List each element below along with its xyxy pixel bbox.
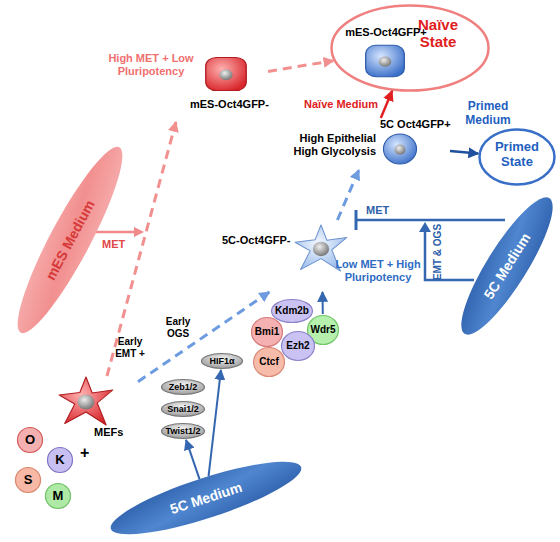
node-label: mES-Oct4GFP+ bbox=[344, 26, 428, 39]
shape-outline bbox=[3, 138, 137, 342]
cell-body bbox=[206, 57, 246, 90]
node-label: O bbox=[16, 426, 44, 454]
node-label: HIF1α bbox=[200, 352, 244, 370]
state-ellipse: Naïve StatemES-Oct4GFP+ bbox=[330, 4, 490, 92]
factor-oval: Zeb1/2 bbox=[160, 378, 206, 396]
node-label: Ezh2 bbox=[280, 330, 316, 362]
factor-circle: M bbox=[44, 482, 72, 510]
cell-nucleus bbox=[219, 69, 232, 80]
cell-nucleus bbox=[379, 57, 392, 67]
ellipse-shape bbox=[330, 4, 490, 92]
cell-node: 5C-Oct4GFP- Low MET + High Pluripotency bbox=[222, 220, 422, 292]
node-label: 5C Oct4GFP+ bbox=[380, 118, 451, 131]
cell-shape bbox=[204, 56, 248, 92]
node-label: MEFs bbox=[94, 426, 123, 439]
inhibition-line bbox=[356, 219, 505, 222]
node-label: Bmi1 bbox=[250, 316, 284, 348]
cell-nucleus bbox=[78, 395, 95, 410]
node-label: Zeb1/2 bbox=[160, 378, 206, 396]
annotation-label: Early OGS bbox=[158, 316, 198, 339]
annotation-label: + bbox=[80, 444, 89, 462]
shape-outline bbox=[332, 6, 489, 91]
factor-oval: Snai1/2 bbox=[160, 400, 206, 418]
arrow-head bbox=[419, 222, 431, 232]
dashed-arrow bbox=[337, 170, 358, 220]
node-note: High Epithelial High Glycolysis bbox=[290, 132, 376, 157]
dashed-arrow bbox=[107, 122, 176, 376]
dashed-arrow bbox=[138, 292, 269, 382]
annotation-label: MET bbox=[102, 238, 125, 251]
node-label: S bbox=[14, 466, 42, 494]
node-label: K bbox=[46, 446, 74, 474]
factor-oval: HIF1α bbox=[200, 352, 244, 370]
factor-circle: Bmi1 bbox=[250, 316, 284, 348]
cell-node: MEFs bbox=[58, 376, 138, 442]
cell-node: mES-Oct4GFP- High MET + Low Pluripotency bbox=[104, 48, 268, 122]
shape-outline bbox=[448, 188, 560, 345]
cell-shape bbox=[382, 132, 418, 166]
node-label: Snai1/2 bbox=[160, 400, 206, 418]
node-note: High MET + Low Pluripotency bbox=[104, 52, 198, 77]
cell-nucleus bbox=[313, 242, 329, 256]
cell-nucleus bbox=[395, 145, 406, 155]
arrow-connector bbox=[321, 292, 323, 314]
cell-node: mES-Oct4GFP+ bbox=[344, 24, 428, 86]
arrow-connector bbox=[209, 370, 221, 476]
arrow-head bbox=[134, 227, 144, 237]
factor-oval: Twist1/2 bbox=[160, 422, 206, 440]
edge-label: Primed Medium bbox=[460, 100, 516, 128]
shape-outline bbox=[480, 130, 555, 185]
factor-circle: Ezh2 bbox=[280, 330, 316, 362]
shape-outline bbox=[105, 448, 308, 542]
node-label: M bbox=[44, 482, 72, 510]
factor-circle: O bbox=[16, 426, 44, 454]
cell-body bbox=[383, 134, 416, 164]
node-label: Ctcf bbox=[252, 346, 286, 378]
cell-body bbox=[59, 377, 113, 425]
factor-circle: S bbox=[14, 466, 42, 494]
arrow-connector bbox=[381, 91, 392, 118]
node-label: Primed State bbox=[482, 140, 552, 170]
factor-circle: Ctcf bbox=[252, 346, 286, 378]
cell-body bbox=[366, 45, 405, 76]
medium-band: 5C Medium bbox=[106, 462, 306, 534]
node-label: Twist1/2 bbox=[160, 422, 206, 440]
cell-node: 5C Oct4GFP+ High Epithelial High Glycolys… bbox=[290, 118, 450, 170]
arrow-connector bbox=[450, 151, 478, 154]
annotation-label: MET bbox=[366, 204, 389, 217]
node-note: Low MET + High Pluripotency bbox=[334, 258, 422, 283]
cell-shape bbox=[58, 376, 114, 426]
medium-band: 5C Medium bbox=[461, 197, 553, 335]
annotation-label: EMT & OGS bbox=[432, 224, 444, 280]
annotation-label: Early EMT + bbox=[108, 336, 152, 359]
dashed-arrow bbox=[268, 61, 333, 72]
state-ellipse: Primed State bbox=[478, 128, 556, 186]
node-label: 5C-Oct4GFP- bbox=[222, 234, 290, 247]
node-label: mES-Oct4GFP- bbox=[190, 98, 269, 111]
factor-circle: K bbox=[46, 446, 74, 474]
cell-shape bbox=[364, 44, 406, 78]
inhibition-bar bbox=[355, 210, 358, 230]
met-arrow bbox=[95, 231, 136, 234]
arrow-connector bbox=[186, 440, 199, 479]
edge-label: Naïve Medium bbox=[298, 98, 378, 111]
